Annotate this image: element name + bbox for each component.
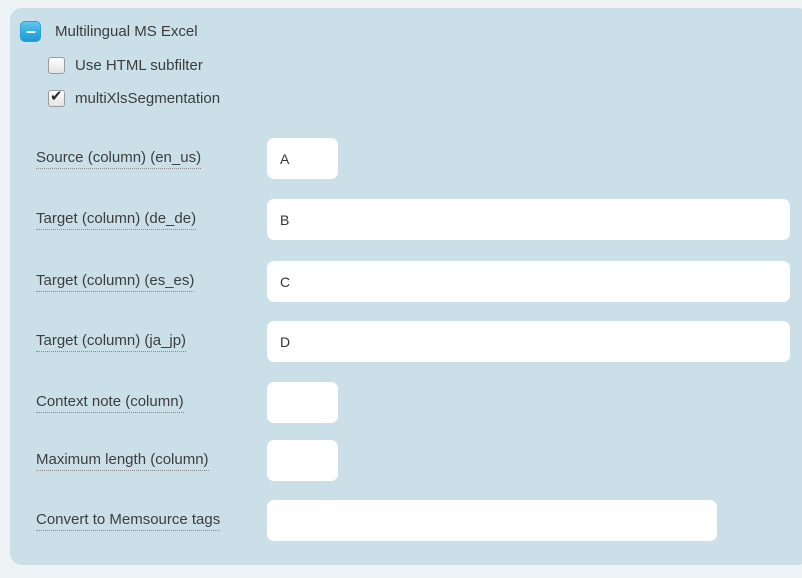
target-column-es-input[interactable] xyxy=(267,261,790,302)
target-column-de-row: Target (column) (de_de) xyxy=(10,199,802,240)
section-header: Multilingual MS Excel xyxy=(20,21,198,42)
use-html-subfilter-checkbox[interactable] xyxy=(48,57,65,74)
collapse-section-button[interactable] xyxy=(20,21,41,42)
source-column-row: Source (column) (en_us) xyxy=(10,138,802,179)
source-column-label: Source (column) (en_us) xyxy=(36,149,202,169)
context-note-input[interactable] xyxy=(267,382,338,423)
multixls-segmentation-checkbox[interactable]: ✔ xyxy=(48,88,65,107)
multixls-segmentation-row: ✔ multiXlsSegmentation xyxy=(48,88,221,107)
target-column-es-label: Target (column) (es_es) xyxy=(36,272,195,292)
use-html-subfilter-row: Use HTML subfilter xyxy=(48,57,203,74)
convert-to-memsource-tags-input[interactable] xyxy=(267,500,717,541)
maximum-length-input[interactable] xyxy=(267,440,338,481)
target-column-de-label: Target (column) (de_de) xyxy=(36,210,197,230)
minus-icon xyxy=(26,30,35,33)
check-icon: ✔ xyxy=(50,88,63,105)
multilingual-ms-excel-section: Multilingual MS Excel Use HTML subfilter… xyxy=(10,8,802,565)
target-column-ja-row: Target (column) (ja_jp) xyxy=(10,321,802,362)
target-column-es-row: Target (column) (es_es) xyxy=(10,261,802,302)
checkbox-label: multiXlsSegmentation xyxy=(75,90,221,107)
source-column-input[interactable] xyxy=(267,138,338,179)
maximum-length-row: Maximum length (column) xyxy=(10,440,802,481)
target-column-ja-label: Target (column) (ja_jp) xyxy=(36,332,187,352)
context-note-row: Context note (column) xyxy=(10,382,802,423)
convert-to-memsource-tags-row: Convert to Memsource tags xyxy=(10,500,802,541)
section-title: Multilingual MS Excel xyxy=(55,23,198,40)
target-column-de-input[interactable] xyxy=(267,199,790,240)
convert-to-memsource-tags-label: Convert to Memsource tags xyxy=(36,511,221,531)
maximum-length-label: Maximum length (column) xyxy=(36,451,209,471)
context-note-label: Context note (column) xyxy=(36,393,184,413)
checkbox-label: Use HTML subfilter xyxy=(75,57,203,74)
target-column-ja-input[interactable] xyxy=(267,321,790,362)
